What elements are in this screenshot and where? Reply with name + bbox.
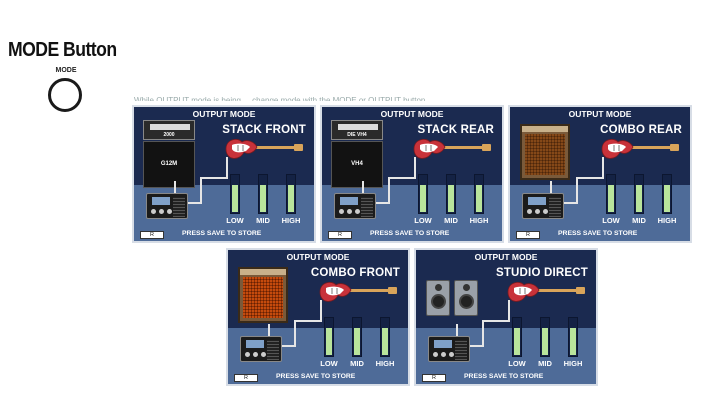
eq-high-label: HIGH <box>657 216 677 225</box>
eq-low-slider[interactable] <box>324 317 334 357</box>
eq-high-slider[interactable] <box>662 174 672 214</box>
electric-guitar-icon <box>319 281 397 302</box>
eq-high-label: HIGH <box>281 216 301 225</box>
faint-description: While OUTPUT mode is being ... change mo… <box>134 97 634 101</box>
footer-r-button[interactable]: R <box>422 374 446 382</box>
amp-stack-icon: DIE VH4 VH4 <box>327 120 387 188</box>
multi-effects-pedal-icon <box>146 193 188 219</box>
output-mode-panel[interactable]: OUTPUT MODE STACK FRONT 2000 G12M <box>132 105 316 243</box>
panel-header: OUTPUT MODE <box>192 109 256 119</box>
footer-r-button[interactable]: R <box>234 374 258 382</box>
eq-high-slider[interactable] <box>568 317 578 357</box>
eq-mid-label: MID <box>444 216 458 225</box>
electric-guitar-icon <box>225 138 303 159</box>
eq-mid-slider[interactable] <box>634 174 644 214</box>
amp-cabinet: G12M <box>143 141 195 188</box>
amp-cabinet-label: VH4 <box>351 161 363 167</box>
output-mode-panel[interactable]: OUTPUT MODE COMBO FRONT LOW <box>226 248 410 386</box>
eq-high-slider[interactable] <box>286 174 296 214</box>
output-mode-panel[interactable]: OUTPUT MODE COMBO REAR LOW <box>508 105 692 243</box>
output-mode-name: COMBO REAR <box>600 124 682 136</box>
amp-head-label: 2000 <box>163 132 175 138</box>
combo-amp-icon <box>238 267 288 323</box>
eq-mid-slider[interactable] <box>352 317 362 357</box>
output-mode-name: STACK REAR <box>417 124 494 136</box>
eq-high-label: HIGH <box>469 216 489 225</box>
eq-low-label: LOW <box>508 359 526 368</box>
press-save-prompt: PRESS SAVE TO STORE <box>370 230 450 237</box>
eq-low-label: LOW <box>226 216 244 225</box>
eq-mid-label: MID <box>256 216 270 225</box>
eq-low-slider[interactable] <box>230 174 240 214</box>
eq-mid-slider[interactable] <box>446 174 456 214</box>
amp-head-label: DIE VH4 <box>347 132 367 138</box>
eq-high-slider[interactable] <box>474 174 484 214</box>
guitar <box>224 135 304 165</box>
eq-high-label: HIGH <box>563 359 583 368</box>
output-mode-name: STACK FRONT <box>222 124 306 136</box>
output-mode-panel[interactable]: OUTPUT MODE STACK REAR DIE VH4 VH4 <box>320 105 504 243</box>
mode-button-caption: MODE <box>55 67 77 74</box>
multi-effects-pedal-icon <box>334 193 376 219</box>
eq-mid-slider[interactable] <box>540 317 550 357</box>
electric-guitar-icon <box>507 281 585 302</box>
panel-header: OUTPUT MODE <box>474 252 538 262</box>
amp-head: DIE VH4 <box>331 120 383 140</box>
amp-stack-icon: 2000 G12M <box>139 120 199 188</box>
panel-header: OUTPUT MODE <box>568 109 632 119</box>
footer-r-button[interactable]: R <box>516 231 540 239</box>
amp-cabinet: VH4 <box>331 141 383 188</box>
multi-effects-pedal-icon <box>428 336 470 362</box>
footer-r-button[interactable]: R <box>328 231 352 239</box>
guitar <box>600 135 680 165</box>
mode-button[interactable] <box>48 78 82 112</box>
studio-monitors-icon <box>426 280 486 320</box>
eq-high-label: HIGH <box>375 359 395 368</box>
press-save-prompt: PRESS SAVE TO STORE <box>558 230 638 237</box>
footer-r-button[interactable]: R <box>140 231 164 239</box>
guitar <box>412 135 492 165</box>
guitar <box>318 278 398 308</box>
eq-low-slider[interactable] <box>512 317 522 357</box>
multi-effects-pedal-icon <box>522 193 564 219</box>
eq-mid-label: MID <box>350 359 364 368</box>
amp-head: 2000 <box>143 120 195 140</box>
output-mode-name: STUDIO DIRECT <box>495 267 588 279</box>
page-title: MODE Button <box>8 39 117 61</box>
output-mode-panel[interactable]: OUTPUT MODE STUDIO DIRECT LOW <box>414 248 598 386</box>
press-save-prompt: PRESS SAVE TO STORE <box>182 230 262 237</box>
panel-header: OUTPUT MODE <box>286 252 350 262</box>
eq-low-label: LOW <box>320 359 338 368</box>
eq-low-label: LOW <box>414 216 432 225</box>
electric-guitar-icon <box>601 138 679 159</box>
press-save-prompt: PRESS SAVE TO STORE <box>464 373 544 380</box>
eq-high-slider[interactable] <box>380 317 390 357</box>
electric-guitar-icon <box>413 138 491 159</box>
press-save-prompt: PRESS SAVE TO STORE <box>276 373 356 380</box>
panel-header: OUTPUT MODE <box>380 109 444 119</box>
eq-mid-slider[interactable] <box>258 174 268 214</box>
eq-low-label: LOW <box>602 216 620 225</box>
amp-cabinet-label: G12M <box>160 161 178 167</box>
multi-effects-pedal-icon <box>240 336 282 362</box>
combo-amp-icon <box>520 124 570 180</box>
eq-mid-label: MID <box>538 359 552 368</box>
eq-low-slider[interactable] <box>418 174 428 214</box>
eq-low-slider[interactable] <box>606 174 616 214</box>
eq-mid-label: MID <box>632 216 646 225</box>
guitar <box>506 278 586 308</box>
output-mode-name: COMBO FRONT <box>310 267 400 279</box>
